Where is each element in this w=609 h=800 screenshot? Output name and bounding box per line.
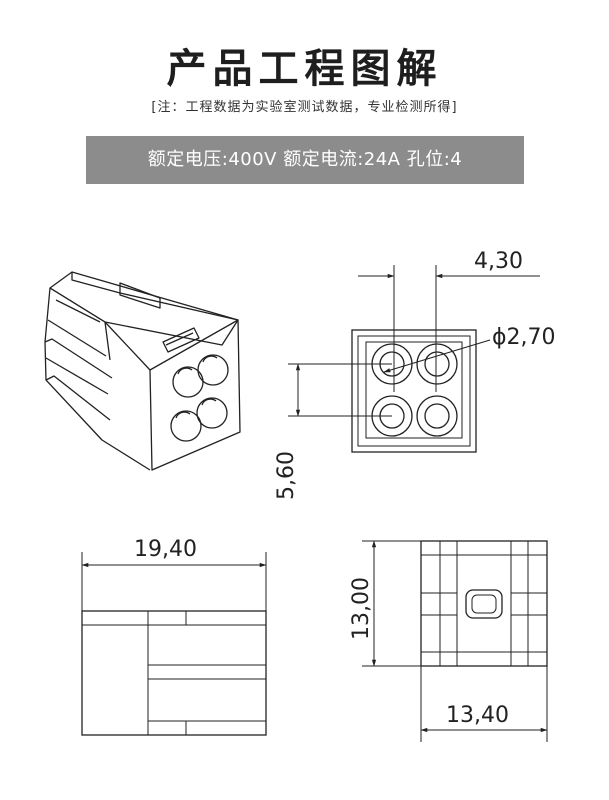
- spec-bar-text: 额定电压:400V 额定电流:24A 孔位:4: [147, 149, 463, 170]
- dim-length: [81, 552, 267, 611]
- side-view: [81, 610, 267, 736]
- dim-pitch: [358, 265, 540, 392]
- front-view: [351, 329, 477, 453]
- dim-height: [362, 540, 421, 667]
- isometric-view: [44, 271, 241, 471]
- dim-front-height: [288, 363, 392, 417]
- dim-length-label: 19,40: [134, 537, 197, 562]
- dim-hole-diameter: [383, 339, 491, 373]
- dim-front-height-label: 5,60: [274, 451, 299, 500]
- dim-height-label: 13,00: [349, 577, 374, 640]
- dim-hole-diameter-label: ϕ2,70: [492, 325, 556, 350]
- top-view: [420, 540, 548, 667]
- dim-pitch-label: 4,30: [474, 249, 523, 274]
- page-title: 产品工程图解: [166, 46, 443, 92]
- spec-bar: 额定电压:400V 额定电流:24A 孔位:4: [86, 136, 524, 184]
- lab-data-note: [注：工程数据为实验室测试数据，专业检测所得]: [151, 100, 458, 115]
- dim-width: [420, 666, 548, 742]
- dim-width-label: 13,40: [446, 703, 509, 728]
